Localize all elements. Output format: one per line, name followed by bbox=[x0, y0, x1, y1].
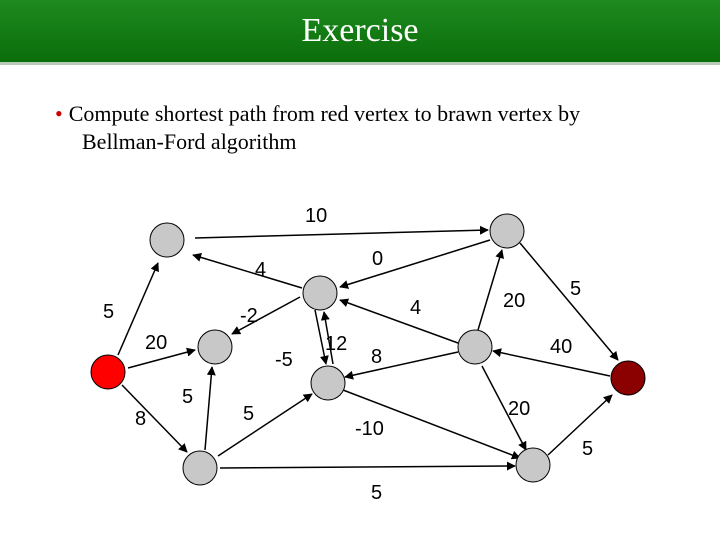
edge-v11-v8 bbox=[492, 348, 611, 377]
edge-v8-v6 bbox=[344, 351, 459, 380]
weight-v11-v8: 40 bbox=[550, 336, 572, 358]
bullet-text-line1: Compute shortest path from red vertex to… bbox=[68, 101, 581, 126]
edge-v8-v9 bbox=[481, 365, 527, 451]
edge-v2-v3 bbox=[339, 239, 491, 289]
edge-v3-v5 bbox=[231, 296, 301, 335]
bullet-text-line2: Bellman-Ford algorithm bbox=[82, 129, 297, 154]
edge-v3-v1 bbox=[192, 253, 303, 289]
vertex-v1 bbox=[149, 222, 185, 258]
vertex-v7 bbox=[182, 450, 218, 486]
edge-v3-v6 bbox=[314, 309, 329, 365]
vertex-v9 bbox=[515, 447, 551, 483]
edge-v1-v2 bbox=[194, 225, 489, 239]
weight-v8-v9: 20 bbox=[508, 398, 530, 420]
weight-v8-v2: 20 bbox=[503, 290, 525, 312]
edge-v7-v9 bbox=[219, 461, 516, 471]
weight-v7-v6: 5 bbox=[243, 403, 254, 425]
vertex-v8 bbox=[457, 329, 493, 365]
weight-v2-v3: 0 bbox=[372, 248, 383, 270]
weight-v3-v5: -2 bbox=[240, 305, 258, 327]
title-bar: Exercise bbox=[0, 0, 720, 65]
vertex-source-v4 bbox=[90, 354, 126, 390]
edge-v4-v5 bbox=[127, 347, 196, 369]
vertex-v3 bbox=[302, 275, 338, 311]
edge-v4-v7 bbox=[121, 384, 188, 453]
edge-v7-v5 bbox=[204, 366, 216, 451]
edge-v9-v11 bbox=[547, 394, 613, 456]
weight-v1-v2: 10 bbox=[305, 205, 327, 227]
bullet-dot-icon: • bbox=[55, 101, 63, 126]
vertex-target-v11 bbox=[610, 360, 646, 396]
weight-v8-v3: 4 bbox=[410, 297, 421, 319]
bullet-item: •Compute shortest path from red vertex t… bbox=[55, 100, 580, 128]
edge-v6-v3 bbox=[320, 311, 334, 365]
weight-v4-v7: 8 bbox=[135, 408, 146, 430]
edge-v2-v11 bbox=[519, 242, 619, 361]
vertex-v6 bbox=[310, 365, 346, 401]
weight-v8-v6: 8 bbox=[371, 346, 382, 368]
weight-v4-v5: 20 bbox=[145, 332, 167, 354]
edge-v6-v9 bbox=[342, 389, 521, 460]
weight-v7-v9: 5 bbox=[371, 482, 382, 504]
weight-v6-v3: 12 bbox=[325, 333, 347, 355]
weight-v9-v11: 5 bbox=[582, 438, 593, 460]
weight-v2-v11: 5 bbox=[570, 278, 581, 300]
slide-title: Exercise bbox=[301, 12, 419, 49]
vertex-v2 bbox=[489, 213, 525, 249]
weight-v3-v1: 4 bbox=[255, 259, 266, 281]
edge-v4-v1 bbox=[117, 262, 159, 356]
edge-v8-v3 bbox=[339, 298, 459, 344]
edge-v7-v6 bbox=[217, 393, 313, 457]
weight-v7-v5: 5 bbox=[182, 386, 193, 408]
edge-v8-v2 bbox=[477, 249, 504, 331]
vertex-v5 bbox=[197, 329, 233, 365]
weight-v6-v9: -10 bbox=[355, 418, 384, 440]
weight-v3-v6: -5 bbox=[275, 349, 293, 371]
weight-v4-v1: 5 bbox=[103, 301, 114, 323]
